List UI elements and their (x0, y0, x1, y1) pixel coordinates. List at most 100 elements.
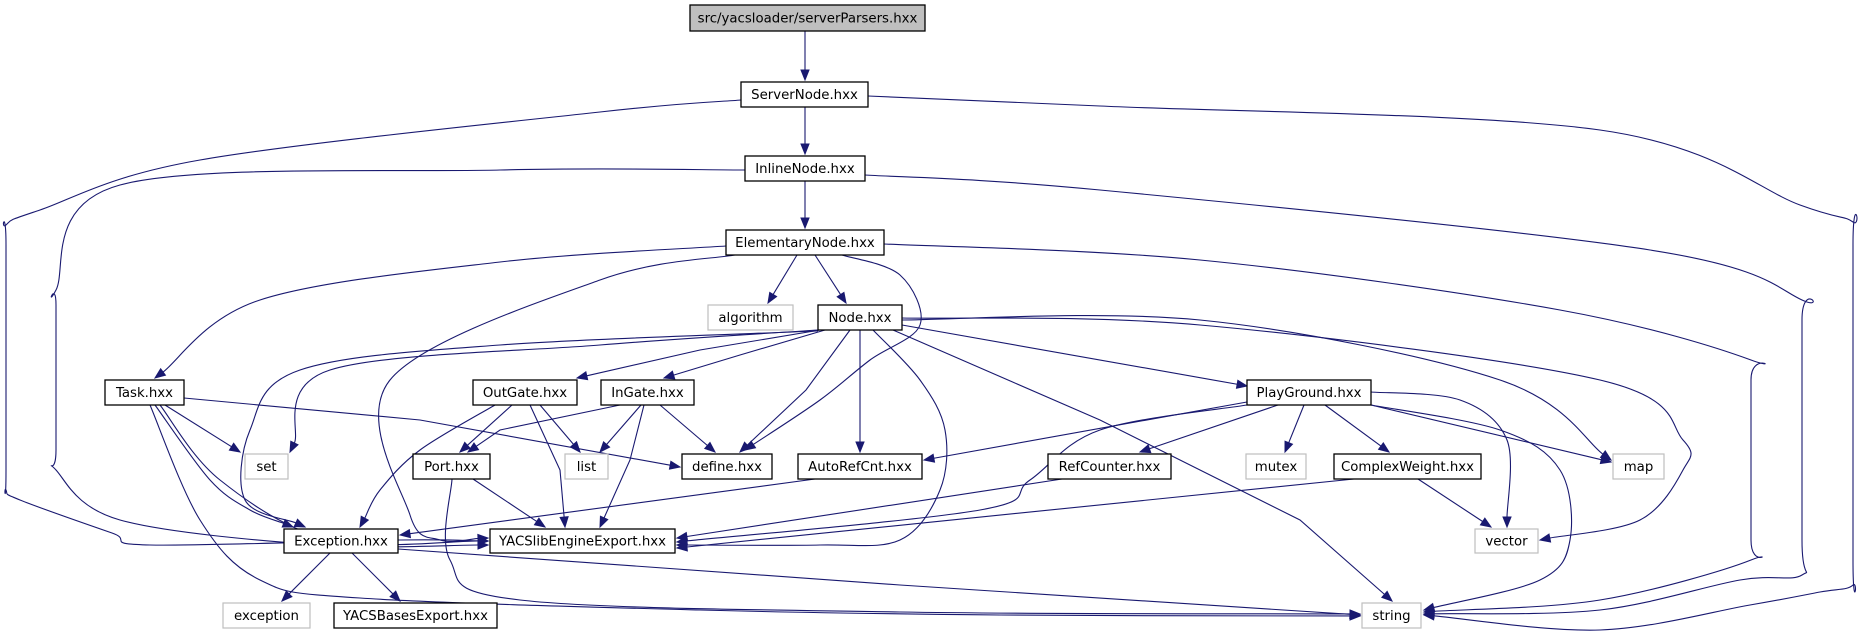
node-YACSBasesExport[interactable]: YACSBasesExport.hxx (333, 602, 498, 629)
edge-line (475, 404, 621, 447)
node-box (472, 379, 578, 406)
node-label: algorithm (718, 311, 782, 326)
edge-Port-to-YACSlibEngineExport (472, 478, 547, 528)
arrowhead-icon (228, 442, 242, 453)
edge-InGate-to-YACSlibEngineExport (599, 404, 645, 529)
edge-line (1417, 478, 1483, 522)
edge-Node-to-define (739, 329, 851, 453)
node-box (489, 528, 676, 554)
edge-Task-to-Exception (154, 404, 295, 528)
edge-AutoRefCnt-to-Exception (398, 478, 816, 539)
edge-ServerNode-to-string (867, 95, 1858, 631)
arrowhead-icon (800, 217, 810, 230)
node-YACSlibEngineExport[interactable]: YACSlibEngineExport.hxx (489, 528, 676, 554)
node-box (600, 379, 695, 406)
edge-InGate-to-Port (466, 404, 621, 453)
node-PlayGround[interactable]: PlayGround.hxx (1246, 379, 1372, 406)
node-Node[interactable]: Node.hxx (817, 304, 903, 331)
node-list: list (564, 453, 609, 480)
node-algorithm: algorithm (707, 304, 794, 331)
edge-Node-to-InGate (662, 329, 826, 380)
node-label: exception (234, 609, 299, 624)
edge-line (1324, 404, 1382, 447)
arrowhead-icon (1599, 454, 1613, 465)
edge-line (240, 330, 819, 524)
node-label: YACSBasesExport.hxx (342, 609, 488, 624)
node-ComplexWeight[interactable]: ComplexWeight.hxx (1333, 453, 1482, 480)
node-AutoRefCnt[interactable]: AutoRefCnt.hxx (797, 453, 923, 480)
arrowhead-icon (599, 440, 611, 454)
node-label: Node.hxx (828, 311, 891, 326)
node-box (283, 528, 399, 554)
edge-line (746, 329, 851, 446)
edge-line (1370, 391, 1512, 518)
edge-line (603, 404, 645, 519)
edge-line (183, 397, 671, 466)
node-box (1474, 528, 1539, 554)
edge-Node-to-PlayGround (901, 324, 1249, 389)
node-box (744, 155, 866, 182)
edge-line (867, 95, 1858, 631)
arrowhead-icon (800, 143, 810, 156)
edge-line (467, 404, 513, 446)
node-ElementaryNode[interactable]: ElementaryNode.hxx (725, 229, 885, 256)
arrowhead-icon (1538, 533, 1552, 543)
node-define[interactable]: define.hxx (681, 453, 773, 480)
node-box (1246, 379, 1372, 406)
node-box (1245, 453, 1307, 480)
node-Exception[interactable]: Exception.hxx (283, 528, 399, 554)
node-OutGate[interactable]: OutGate.hxx (472, 379, 578, 406)
edge-Node-to-Exception (240, 330, 819, 528)
edge-line (162, 245, 727, 373)
node-label: Port.hxx (424, 460, 479, 475)
edge-line (753, 254, 922, 445)
edge-line (659, 404, 708, 446)
node-label: mutex (1255, 460, 1298, 475)
edge-OutGate-to-Exception (359, 404, 496, 529)
arrowhead-icon (1377, 441, 1391, 453)
node-vector: vector (1474, 528, 1539, 554)
edge-OutGate-to-list (539, 404, 581, 454)
edge-OutGate-to-YACSlibEngineExport (529, 404, 569, 529)
arrowhead-icon (533, 517, 547, 528)
edges-layer (2, 31, 1858, 631)
edge-line (154, 404, 284, 524)
edge-line (1149, 404, 1279, 450)
edge-ElementaryNode-to-string (883, 243, 1766, 617)
arrowhead-icon (153, 367, 167, 379)
arrowhead-icon (293, 518, 307, 528)
arrowhead-icon (800, 69, 810, 82)
node-label: set (256, 460, 276, 475)
arrowhead-icon (389, 590, 401, 602)
edge-line (892, 329, 1385, 595)
edge-PlayGround-to-ComplexWeight (1324, 404, 1391, 453)
arrowhead-icon (569, 440, 581, 454)
node-InGate[interactable]: InGate.hxx (600, 379, 695, 406)
edge-Node-to-AutoRefCnt (855, 330, 865, 454)
node-root[interactable]: src/yacsloader/serverParsers.hxx (689, 4, 926, 32)
node-box (333, 602, 498, 629)
node-RefCounter[interactable]: RefCounter.hxx (1047, 453, 1172, 480)
edge-line (293, 329, 819, 444)
edge-PlayGround-to-mutex (1284, 404, 1305, 454)
node-label: InGate.hxx (611, 386, 684, 401)
edge-Node-to-string (892, 329, 1394, 602)
arrowhead-icon (1380, 590, 1394, 602)
arrowhead-icon (289, 440, 299, 454)
node-label: ServerNode.hxx (751, 88, 858, 103)
edge-Task-to-set (164, 404, 242, 453)
arrowhead-icon (1422, 602, 1436, 612)
edge-Node-to-OutGate (575, 329, 821, 381)
arrowhead-icon (1349, 609, 1362, 620)
node-Port[interactable]: Port.hxx (412, 453, 491, 480)
edge-line (901, 317, 1692, 539)
node-Task[interactable]: Task.hxx (104, 379, 185, 406)
edge-line (1370, 404, 1573, 609)
edge-ElementaryNode-to-Task (153, 245, 727, 379)
node-ServerNode[interactable]: ServerNode.hxx (740, 81, 869, 108)
node-label: RefCounter.hxx (1059, 460, 1161, 475)
edge-line (686, 478, 1063, 538)
edge-line (606, 404, 642, 445)
edge-InGate-to-list (599, 404, 642, 454)
node-InlineNode[interactable]: InlineNode.hxx (744, 155, 866, 182)
